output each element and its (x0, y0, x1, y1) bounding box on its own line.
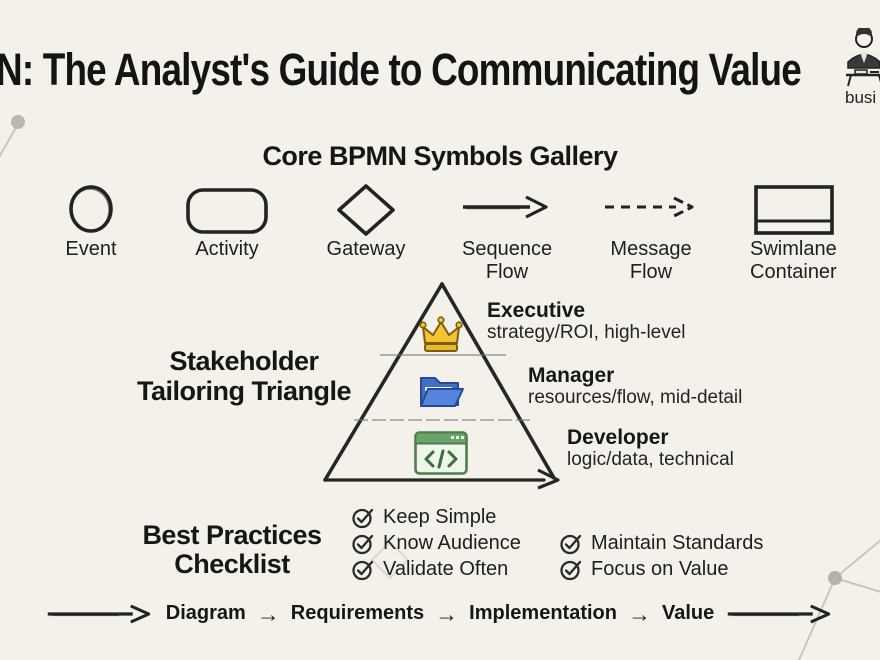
triangle-heading-line1: Stakeholder (169, 346, 319, 376)
flow-step-diagram: Diagram (165, 602, 246, 624)
triangle-level-manager: Manager resources/flow, mid-detail (528, 364, 742, 409)
flow-end-arrow-icon (728, 604, 831, 623)
symbol-label-message-flow: Message Flow (610, 238, 692, 283)
triangle-heading: Stakeholder Tailoring Triangle (129, 346, 359, 406)
activity-rounded-rect-icon (186, 188, 268, 234)
checklist-item-maintain-standards: Maintain Standards (560, 531, 763, 555)
flow-step-requirements: Requirements (290, 602, 425, 624)
sequence-flow-arrow-icon (463, 195, 548, 219)
corner-caption: busi (845, 88, 877, 107)
checklist-label: Validate Often (383, 557, 509, 580)
flow-arrow-separator: → (627, 600, 651, 627)
level-detail-manager: resources/flow, mid-detail (528, 387, 743, 408)
level-name-manager: Manager (528, 364, 615, 387)
check-circle-icon (352, 508, 374, 528)
symbols-gallery-heading: Core BPMN Symbols Gallery (262, 141, 618, 171)
level-name-developer: Developer (567, 426, 669, 449)
network-decoration-top-left (0, 115, 25, 158)
flow-arrow-separator: → (256, 600, 280, 627)
symbol-label-activity: Activity (195, 238, 259, 260)
symbol-label-swimlane-container: Swimlane Container (750, 238, 837, 283)
diamond-decoration (370, 540, 410, 580)
value-flow: Diagram → Requirements → Implementation … (45, 602, 835, 625)
triangle-level-developer: Developer logic/data, technical (567, 426, 734, 471)
crown-icon (419, 316, 463, 352)
swimlane-container-icon (754, 185, 834, 235)
level-detail-executive: strategy/ROI, high-level (487, 322, 686, 343)
triangle-heading-line2: Tailoring Triangle (136, 376, 352, 406)
checklist-heading-line2: Checklist (174, 549, 290, 579)
gateway-diamond-icon (337, 184, 395, 236)
folder-icon (420, 377, 464, 407)
flow-step-implementation: Implementation (469, 602, 617, 624)
symbol-label-sequence-flow: Sequence Flow (462, 238, 553, 283)
check-circle-icon (352, 560, 374, 580)
symbol-label-gateway: Gateway (326, 238, 406, 260)
checklist-label: Focus on Value (591, 557, 729, 580)
check-circle-icon (560, 560, 582, 580)
flow-arrow-separator: → (435, 600, 459, 627)
level-name-executive: Executive (487, 299, 586, 322)
page-title: N: The Analyst's Guide to Communicating … (0, 44, 802, 95)
checklist-heading: Best Practices Checklist (127, 521, 337, 579)
code-window-icon (414, 431, 468, 475)
checklist-heading-line1: Best Practices (142, 520, 322, 550)
check-circle-icon (352, 534, 374, 554)
checklist-label: Know Audience (383, 531, 521, 554)
network-decoration-bottom-right (798, 539, 880, 660)
checklist-item-keep-simple: Keep Simple (352, 505, 496, 529)
level-detail-developer: logic/data, technical (567, 449, 734, 470)
event-circle-icon (69, 185, 113, 233)
checklist-item-focus-on-value: Focus on Value (560, 557, 729, 581)
flow-step-value: Value (661, 602, 715, 624)
stakeholder-triangle-shape (323, 282, 560, 490)
checklist-item-know-audience: Know Audience (352, 531, 521, 555)
business-person-icon (846, 28, 880, 87)
checklist-item-validate-often: Validate Often (352, 557, 508, 581)
symbol-label-event: Event (65, 238, 117, 260)
flow-start-arrow-icon (47, 604, 151, 623)
checklist-label: Keep Simple (383, 505, 497, 528)
check-circle-icon (560, 534, 582, 554)
triangle-level-executive: Executive strategy/ROI, high-level (487, 299, 686, 344)
message-flow-dashed-arrow-icon (605, 196, 694, 218)
checklist-label: Maintain Standards (591, 531, 764, 554)
